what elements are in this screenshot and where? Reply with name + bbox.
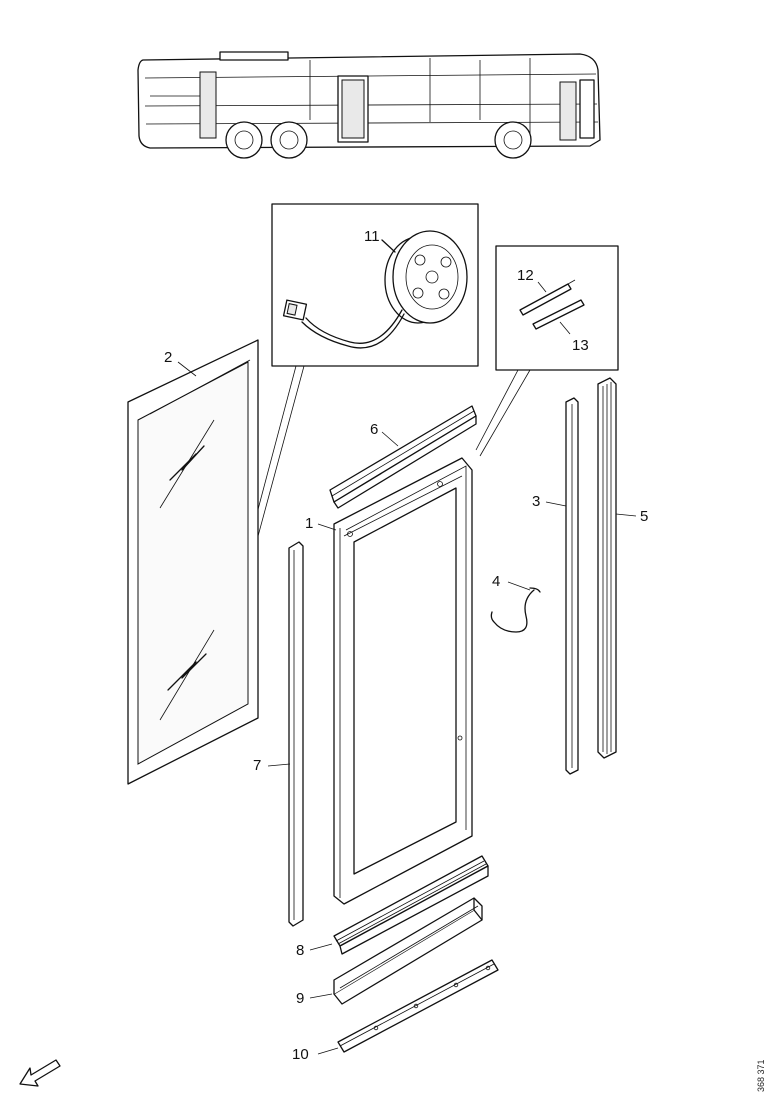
callout-1: 1 [305, 515, 313, 532]
part-6-rail [329, 405, 477, 509]
callout-3: 3 [532, 493, 540, 510]
part-8-rail [333, 855, 489, 955]
callout-10: 10 [292, 1046, 309, 1063]
callout-2: 2 [164, 349, 172, 366]
reference-code: 368 371 [752, 1040, 774, 1096]
callouts: 1 2 3 4 5 6 7 8 9 10 11 12 13 [164, 228, 648, 1063]
callout-4: 4 [492, 573, 500, 590]
part-10-bar [337, 959, 499, 1053]
part-2-glass-pane [127, 339, 259, 785]
part-12-strip [519, 279, 576, 316]
callout-7: 7 [253, 757, 261, 774]
part-4-cable [490, 587, 541, 633]
callout-9: 9 [296, 990, 304, 1007]
callout-12: 12 [517, 267, 534, 284]
reference-code-text: 368 371 [756, 1059, 766, 1092]
part-13-strip [532, 299, 585, 330]
callout-6: 6 [370, 421, 378, 438]
part-11-reel [282, 230, 468, 349]
part-1-frame [333, 457, 473, 905]
part-3-profile [565, 397, 579, 775]
leader-lines [177, 361, 637, 1055]
bus-illustration [137, 51, 601, 159]
part-7-strip [288, 541, 304, 927]
inset-detail-12-13 [495, 245, 619, 371]
direction-arrow-icon [19, 1059, 61, 1087]
part-9-channel [333, 897, 483, 1005]
callout-5: 5 [640, 508, 648, 525]
callout-11: 11 [364, 228, 380, 245]
part-5-profile [597, 377, 617, 759]
callout-13: 13 [572, 337, 589, 354]
inset-detail-11 [271, 203, 479, 367]
callout-8: 8 [296, 942, 304, 959]
